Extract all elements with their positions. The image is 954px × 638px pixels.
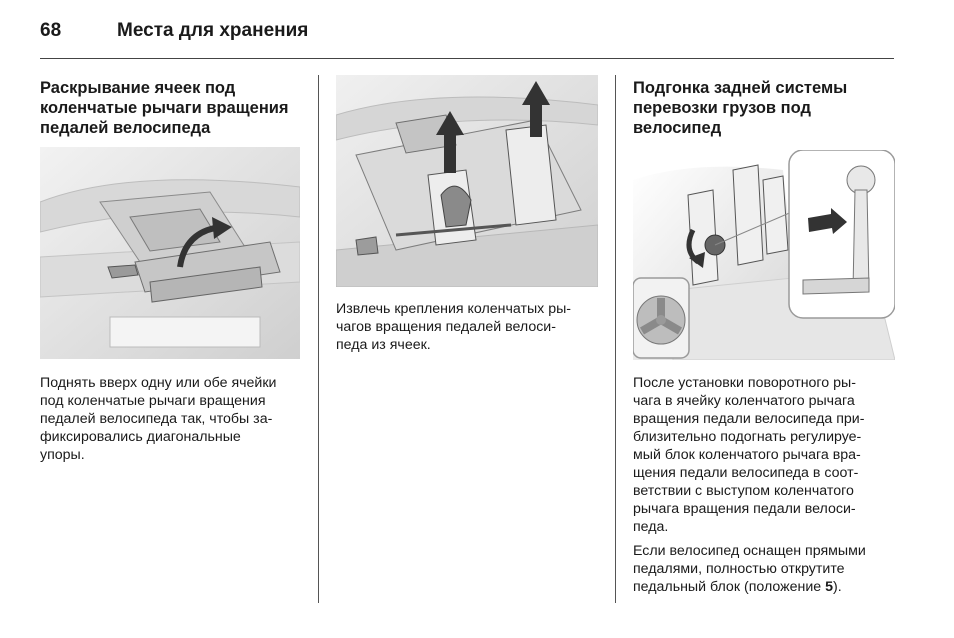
col1-title-line: Раскрывание ячеек под (40, 79, 236, 97)
col3-body: После установки поворотного ры- чага в я… (633, 374, 898, 602)
col3-text-line-last: педальный блок (положение 5). (633, 578, 898, 596)
col1-body: Поднять вверх одну или обе ячейки под ко… (40, 374, 308, 464)
col1-title-line: педалей велосипеда (40, 119, 211, 137)
col1-text-line: под коленчатые рычаги вращения (40, 393, 266, 409)
column-divider-1 (318, 75, 319, 603)
col3-text-suffix: ). (832, 579, 842, 595)
col3-text-prefix: педальный блок (положение (633, 579, 826, 595)
header-rule (40, 58, 894, 59)
col2-text-line: педа из ячеек. (336, 337, 431, 353)
col3-text-line: После установки поворотного ры- (633, 375, 856, 391)
column-3: Подгонка задней системы перевозки грузов… (633, 78, 898, 138)
section-title: Места для хранения (117, 20, 309, 41)
illustration-remove-mounts (336, 75, 598, 287)
col2-text-line: Извлечь крепления коленчатых ры- (336, 301, 572, 317)
col3-title-line: перевозки грузов под (633, 99, 811, 117)
col3-paragraph-1: После установки поворотного ры- чага в я… (633, 374, 898, 536)
col2-body: Извлечь крепления коленчатых ры- чагов в… (336, 300, 598, 354)
col3-text-line: рычага вращения педали велоси- (633, 501, 856, 517)
col3-title: Подгонка задней системы перевозки грузов… (633, 78, 898, 138)
page-number: 68 (40, 20, 62, 41)
col3-title-line: велосипед (633, 119, 722, 137)
column-divider-2 (615, 75, 616, 603)
illustration-cell-opening (40, 147, 300, 359)
adjust-carrier-drawing (633, 150, 895, 360)
col3-title-line: Подгонка задней системы (633, 79, 848, 97)
col3-text-line: щения педали велосипеда в соот- (633, 465, 859, 481)
col1-text-line: педалей велосипеда так, чтобы за- (40, 411, 273, 427)
col3-text-line: мый блок коленчатого рычага вра- (633, 447, 861, 463)
col3-text-line: Если велосипед оснащен прямыми (633, 543, 866, 559)
column-1: Раскрывание ячеек под коленчатые рычаги … (40, 78, 308, 138)
page-header: 68 Места для хранения (40, 20, 894, 44)
col3-text-line: педа. (633, 519, 669, 535)
col3-text-line: ветствии с выступом коленчатого (633, 483, 854, 499)
cell-opening-drawing (40, 147, 300, 359)
col1-title-line: коленчатые рычаги вращения (40, 99, 289, 117)
col2-text-line: чагов вращения педалей велоси- (336, 319, 556, 335)
col1-text-line: фиксировались диагональные (40, 429, 241, 445)
col3-text-line: вращения педали велосипеда при- (633, 411, 865, 427)
illustration-adjust-carrier (633, 150, 895, 360)
col1-title: Раскрывание ячеек под коленчатые рычаги … (40, 78, 308, 138)
col3-text-line: педалями, полностью открутите (633, 561, 845, 577)
col1-text-line: упоры. (40, 447, 85, 463)
position-number: 5 (825, 579, 833, 595)
col3-paragraph-2: Если велосипед оснащен прямыми педалями,… (633, 542, 898, 596)
col1-text-line: Поднять вверх одну или обе ячейки (40, 375, 277, 391)
col3-text-line: чага в ячейку коленчатого рычага (633, 393, 855, 409)
remove-mounts-drawing (336, 75, 598, 287)
col3-text-line: близительно подогнать регулируе- (633, 429, 862, 445)
